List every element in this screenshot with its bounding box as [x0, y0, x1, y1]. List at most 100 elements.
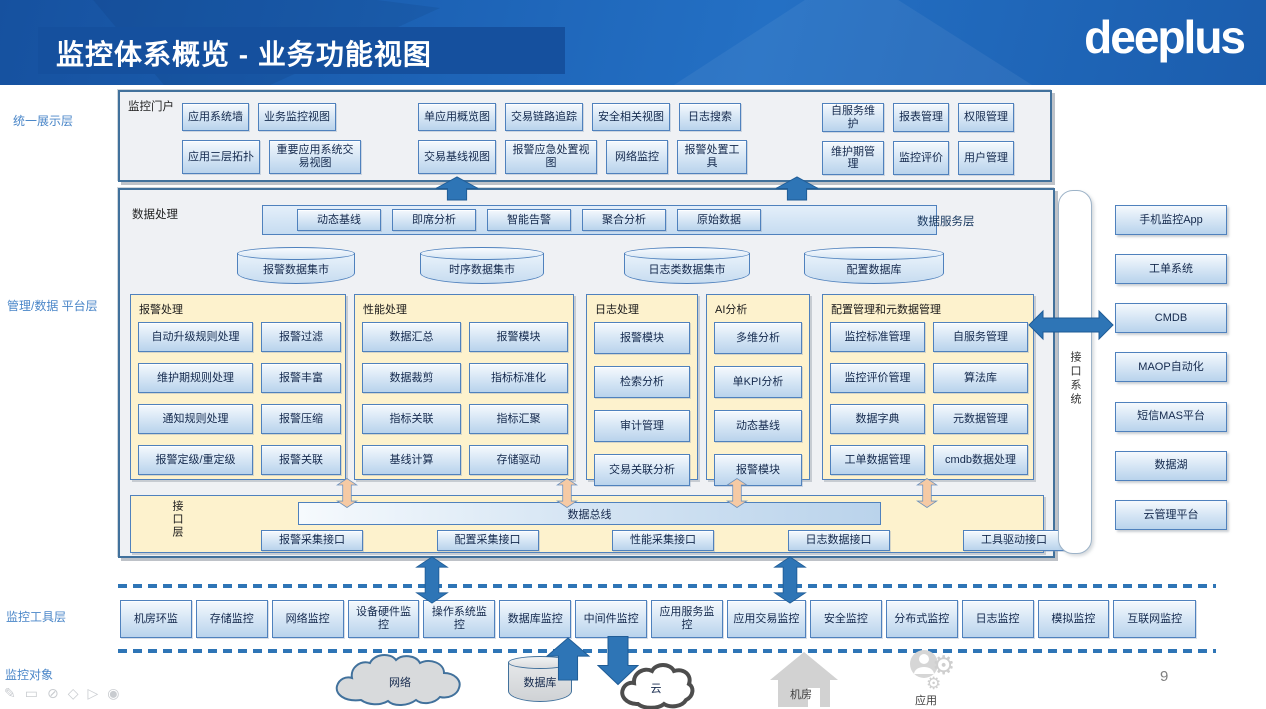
cylinder-top: [237, 247, 355, 260]
pen-icon[interactable]: ✎: [4, 685, 16, 701]
page-title: 监控体系概览 - 业务功能视图: [56, 39, 432, 70]
function-module: 报警模块: [469, 322, 568, 352]
function-module: 报警丰富: [261, 363, 341, 393]
panel-title: 日志处理: [595, 304, 639, 316]
function-module: 数据字典: [830, 404, 925, 434]
function-module: 工单数据管理: [830, 445, 925, 475]
panel-title: 配置管理和元数据管理: [831, 304, 941, 316]
data-flow-arrow: [916, 478, 938, 508]
interface-module: 日志数据接口: [787, 530, 890, 551]
function-module: 交易关联分析: [594, 454, 690, 486]
function-module: 基线计算: [362, 445, 461, 475]
function-module: 报警模块: [594, 322, 690, 354]
portal-module: 报表管理: [893, 103, 949, 133]
platform-panel: 数据处理 动态基线即席分析智能告警聚合分析原始数据 数据服务层 报警数据集市 时…: [118, 188, 1065, 558]
function-module: 监控标准管理: [830, 322, 925, 352]
data-mart-cylinder: 日志类数据集市: [624, 247, 750, 284]
dashed-separator: [118, 649, 1216, 653]
page-number: 9: [1160, 668, 1169, 685]
portal-panel-label: 监控门户: [128, 101, 174, 113]
portal-module: 自服务维护: [822, 103, 884, 133]
portal-module: 监控评价: [893, 141, 949, 176]
portal-module: 应用系统墙: [182, 103, 249, 131]
diamond-icon[interactable]: ◇: [67, 685, 79, 701]
portal-group3-row1: 自服务维护报表管理权限管理: [822, 103, 1014, 133]
ai-analysis-panel: AI分析 多维分析单KPI分析动态基线报警模块: [706, 294, 810, 486]
object-label: 机房: [790, 689, 812, 701]
gear-icon: ⚙: [926, 674, 942, 693]
portal-module: 日志搜索: [679, 103, 741, 131]
portal-module: 重要应用系统交易视图: [269, 140, 361, 174]
alarm-processing-panel: 报警处理 自动升级规则处理报警过滤维护期规则处理报警丰富通知规则处理报警压缩报警…: [130, 294, 346, 480]
panel-title: 报警处理: [139, 304, 183, 316]
data-mart-label: 时序数据集市: [449, 264, 515, 276]
performance-processing-panel: 性能处理 数据汇总报警模块数据裁剪指标标准化指标关联指标汇聚基线计算存储驱动: [354, 294, 574, 480]
monitoring-tools-row: 机房环监存储监控网络监控设备硬件监控操作系统监控数据库监控中间件监控应用服务监控…: [120, 600, 1196, 638]
application-icon: ⚙ ⚙ 应用: [898, 648, 968, 708]
deeplus-logo: deeplus: [1084, 11, 1246, 63]
function-module: 自服务管理: [933, 322, 1028, 352]
function-module: 指标关联: [362, 404, 461, 434]
function-module: 元数据管理: [933, 404, 1028, 434]
dashed-separator: [118, 584, 1216, 588]
interface-system-column: 接口系统: [1058, 190, 1092, 554]
webcam-icon[interactable]: ◉: [107, 685, 120, 701]
annotation-toolbar: ✎ ▭ ⊘ ◇ ▷ ◉: [4, 686, 119, 700]
function-module: 数据裁剪: [362, 363, 461, 393]
portal-module: 交易链路追踪: [505, 103, 583, 131]
log-processing-panel: 日志处理 报警模块检索分析审计管理交易关联分析: [586, 294, 698, 486]
external-system: MAOP自动化: [1115, 352, 1227, 383]
portal-module: 交易基线视图: [418, 140, 496, 174]
data-mart-label: 日志类数据集市: [648, 264, 726, 276]
function-module: 存储驱动: [469, 445, 568, 475]
data-service-bar: 动态基线即席分析智能告警聚合分析原始数据: [262, 205, 937, 235]
cylinder-top: [624, 247, 750, 260]
function-module: 指标标准化: [469, 363, 568, 393]
data-flow-arrow: [556, 478, 578, 508]
data-mart-label: 配置数据库: [846, 264, 902, 276]
monitoring-tool: 中间件监控: [575, 600, 648, 638]
function-module: 监控评价管理: [830, 363, 925, 393]
cloud-icon: 云: [616, 658, 696, 709]
up-down-arrow: [415, 556, 449, 604]
data-flow-arrow: [726, 478, 748, 508]
portal-group1-row2: 应用三层拓扑重要应用系统交易视图: [182, 140, 361, 174]
object-label: 应用: [915, 695, 937, 707]
service-module: 即席分析: [392, 209, 476, 231]
monitoring-tool: 存储监控: [195, 600, 268, 638]
monitoring-tool: 应用交易监控: [726, 600, 806, 638]
interface-layer-panel: 接口层 数据总线 报警采集接口配置采集接口性能采集接口日志数据接口工具驱动接口: [130, 495, 1065, 553]
layer-label-platform: 管理/数据 平台层: [7, 299, 98, 313]
function-module: 数据汇总: [362, 322, 461, 352]
interface-module: 报警采集接口: [261, 530, 363, 551]
portal-module: 单应用概览图: [418, 103, 496, 131]
panel-icon[interactable]: ▭: [24, 685, 38, 701]
data-bus-bar: 数据总线: [298, 502, 881, 525]
function-module: cmdb数据处理: [933, 445, 1028, 475]
service-module: 原始数据: [677, 209, 761, 231]
data-mart-cylinder: 报警数据集市: [237, 247, 355, 284]
portal-module: 维护期管理: [822, 141, 884, 176]
gear-icon: ⚙: [932, 650, 956, 680]
cursor-icon[interactable]: ▷: [87, 685, 99, 701]
interface-module: 工具驱动接口: [963, 530, 1065, 551]
function-module: 审计管理: [594, 410, 690, 442]
up-arrow: [435, 176, 479, 201]
down-arrow: [597, 636, 639, 686]
function-module: 检索分析: [594, 366, 690, 398]
object-label: 网络: [389, 677, 411, 689]
portal-module: 安全相关视图: [592, 103, 670, 131]
function-module: 多维分析: [714, 322, 802, 354]
object-label: 数据库: [523, 677, 557, 689]
layer-label-display: 统一展示层: [13, 114, 74, 128]
server-room-icon: 机房: [768, 650, 840, 709]
function-module: 自动升级规则处理: [138, 322, 253, 352]
panel-title: 性能处理: [363, 304, 407, 316]
ellipse-icon[interactable]: ⊘: [46, 685, 59, 701]
external-system: 手机监控App: [1115, 205, 1227, 235]
portal-group2-row1: 单应用概览图交易链路追踪安全相关视图日志搜索: [418, 103, 747, 131]
function-module: 报警模块: [714, 454, 802, 486]
data-mart-cylinder: 时序数据集市: [420, 247, 544, 284]
monitoring-tool: 互联网监控: [1113, 600, 1196, 638]
